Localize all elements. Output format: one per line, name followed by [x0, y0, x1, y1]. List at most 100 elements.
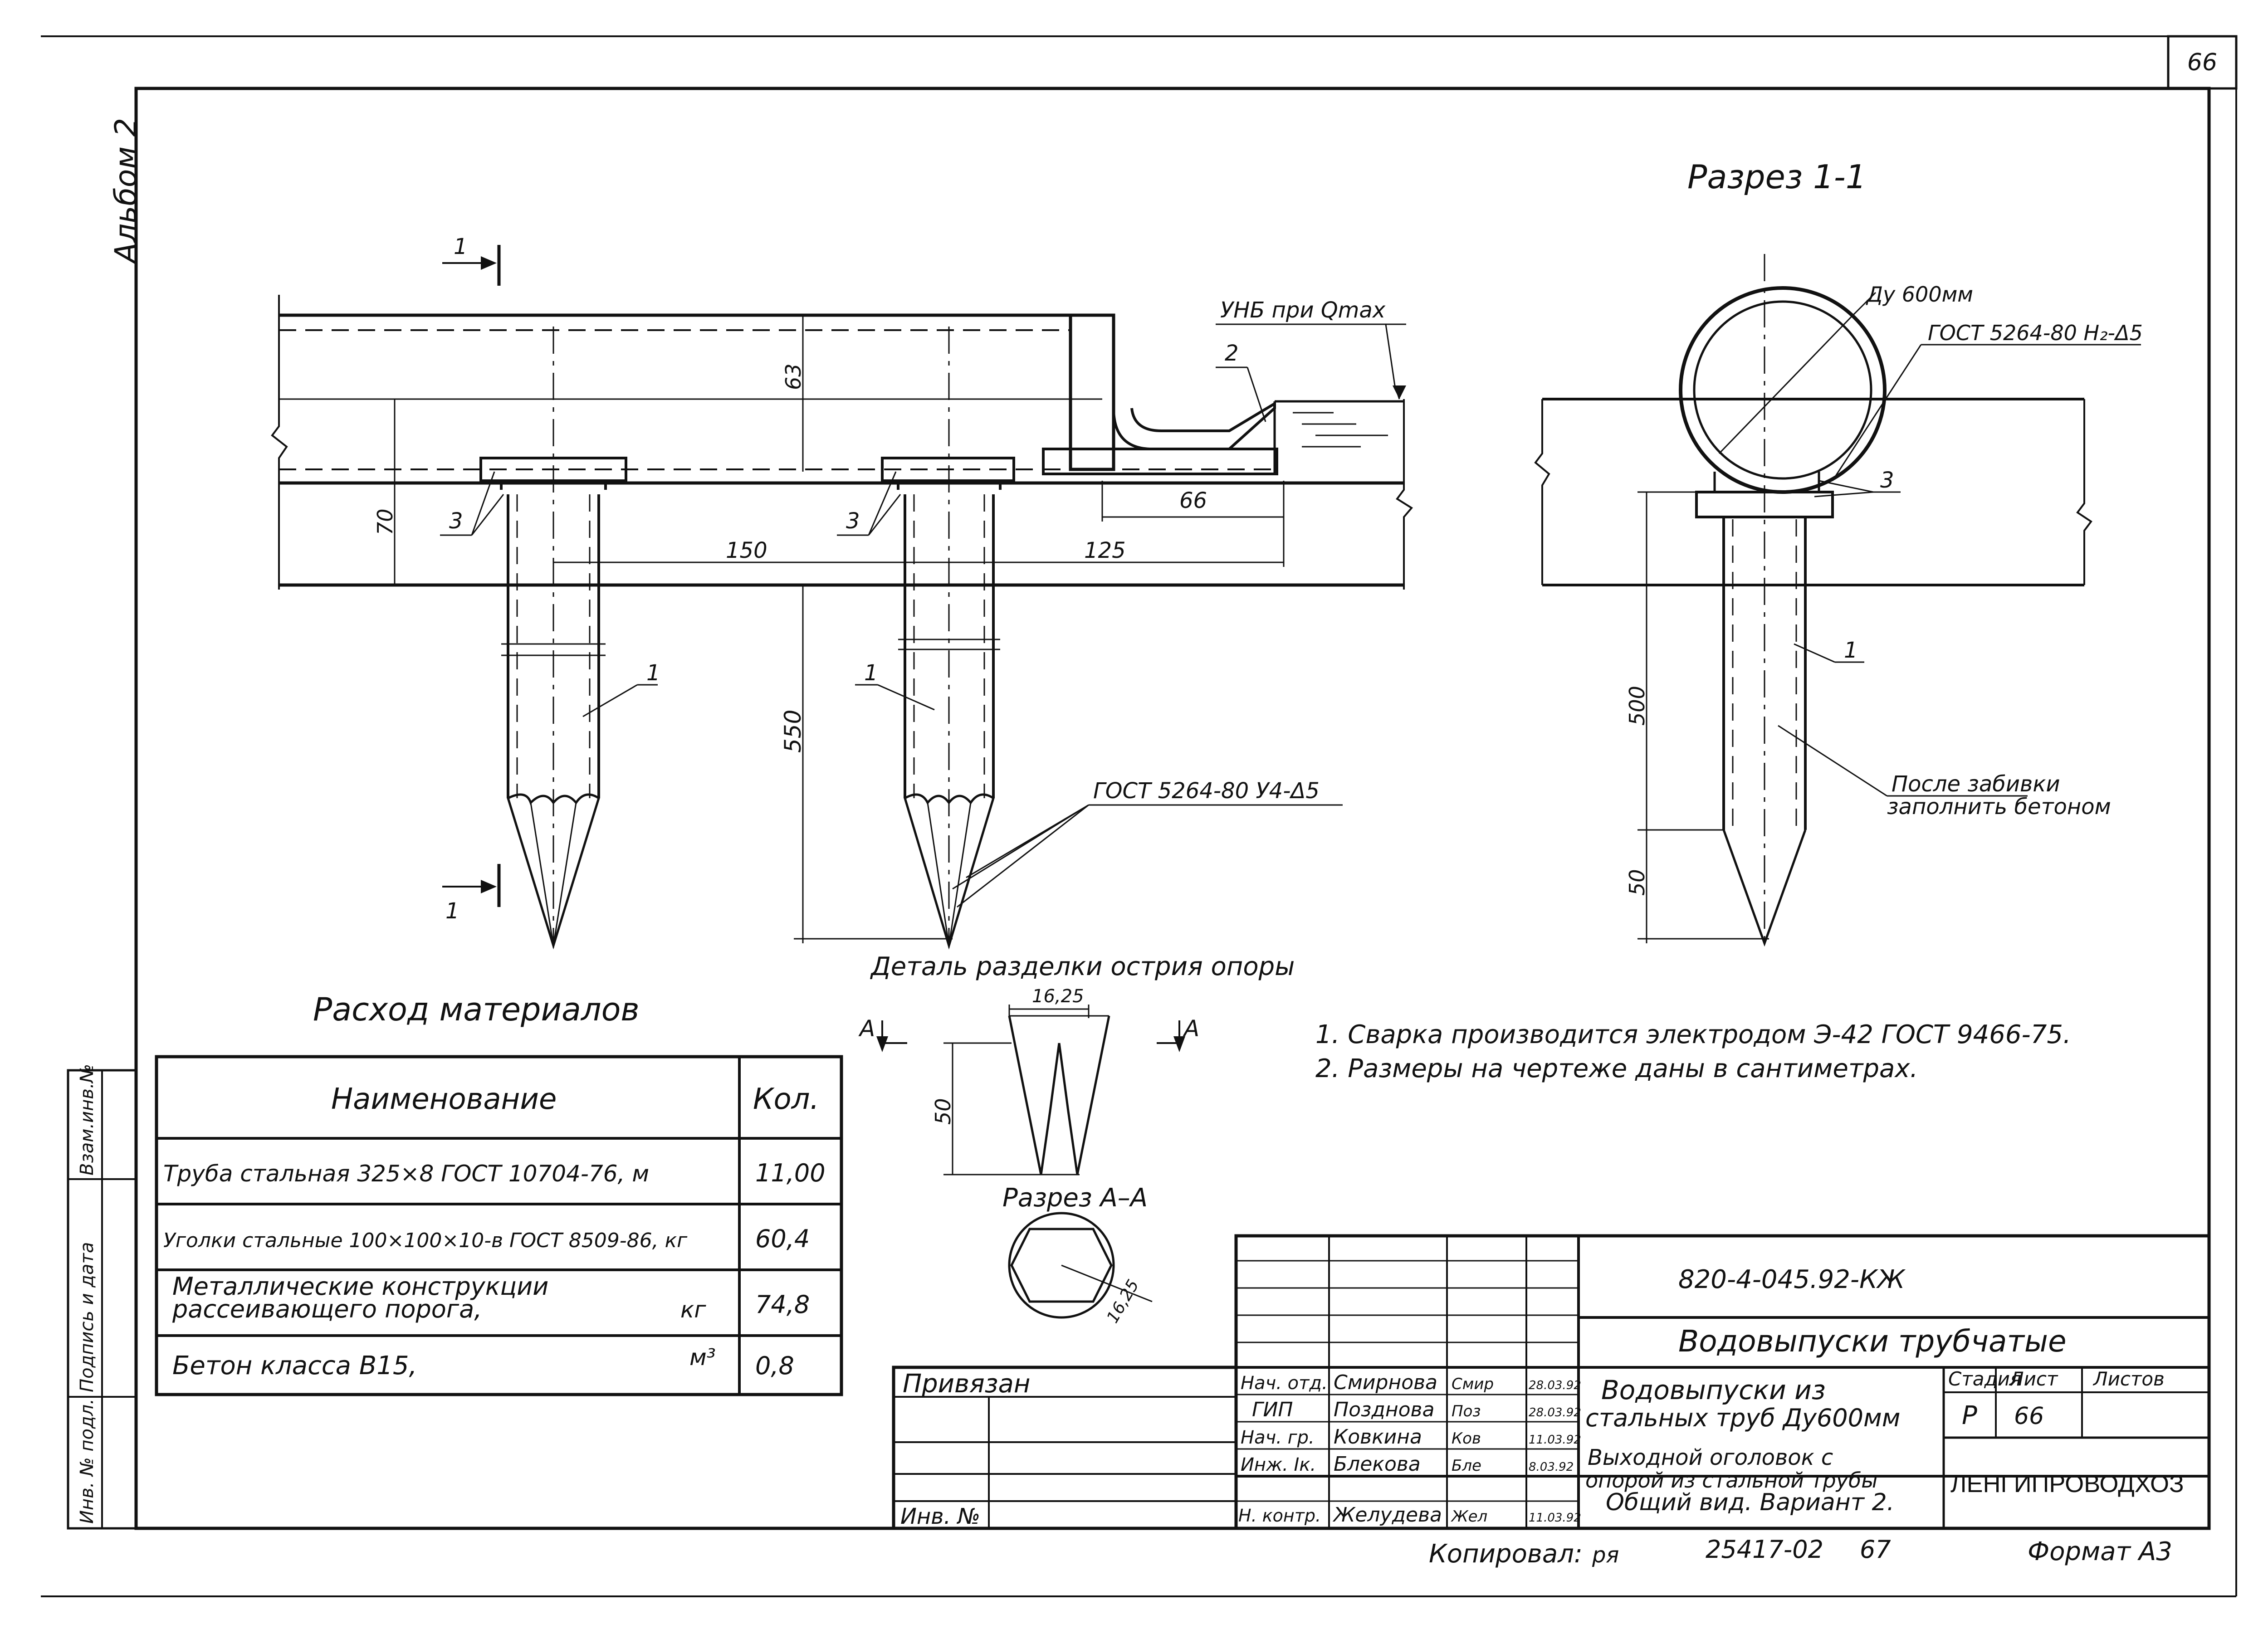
format-label: Формат А3	[2028, 1537, 2172, 1566]
sheet-value: 66	[2014, 1403, 2044, 1430]
detail-section-hexagon	[1010, 1228, 1113, 1303]
stage-value: Р	[1962, 1401, 1977, 1430]
sig-role-2: ГИП	[1252, 1398, 1293, 1421]
head-wall	[1069, 313, 1115, 471]
side-stamp: Инв. № подл. Подпись и дата Взам.инв.№	[67, 1064, 137, 1530]
elevation-weld-label: ГОСТ 5264-80 У4-Δ5	[1093, 778, 1320, 804]
sig-role-3: Нач. гр.	[1241, 1427, 1315, 1448]
sig-sign-1: Смир	[1452, 1375, 1494, 1393]
dim-150: 150	[726, 538, 767, 563]
outlet-pos2: 2	[1225, 341, 1239, 366]
materials-row4-name: Бетон класса В15,	[172, 1351, 417, 1380]
materials-header-qty: Кол.	[753, 1083, 819, 1116]
section-dim-50: 50	[1625, 869, 1649, 896]
right-break-symbol	[1396, 399, 1413, 590]
detail-cut-left: А	[858, 1015, 875, 1042]
title-block: Привязан Инв. № 820-4-045.92-КЖ Водовыпу…	[892, 1234, 2211, 1530]
section-1-1-title: Разрез 1-1	[1687, 158, 1867, 196]
header-stage: Стадия	[1948, 1368, 2021, 1390]
left-break-symbol	[271, 295, 288, 590]
cut-mark-bottom: 1	[442, 864, 501, 924]
corner-sheet-number: 66	[2187, 49, 2217, 76]
elevation-view: 1 1 УНБ при Qmax	[271, 234, 1413, 950]
cut-mark-bottom-label: 1	[445, 898, 459, 924]
materials-row4-qty: 0,8	[755, 1351, 794, 1380]
organization: ЛЕНГИПРОВОДХОЗ	[1950, 1470, 2184, 1497]
header-sheet: Лист	[2009, 1368, 2058, 1390]
materials-title: Расход материалов	[313, 991, 640, 1028]
sig-sign-5: Жел	[1451, 1507, 1487, 1526]
pipe-outer-circle	[1679, 286, 1887, 494]
pipe-inner-circle	[1693, 300, 1872, 480]
sig-date-3: 11.03.92	[1529, 1433, 1581, 1447]
detail-dim-height: 50	[931, 1098, 955, 1125]
materials-row2-qty: 60,4	[755, 1224, 810, 1253]
sig-date-2: 28.03.92	[1529, 1406, 1581, 1419]
sig-name-5: Желудева	[1332, 1503, 1442, 1527]
note-2: 2. Размеры на чертеже даны в сантиметрах…	[1315, 1054, 1918, 1083]
pile-right: 1 3	[837, 327, 1015, 950]
dim-66: 66	[1179, 488, 1207, 513]
sig-name-2: Позднова	[1334, 1398, 1434, 1421]
section-weld-label: ГОСТ 5264-80 Н₂-Δ5	[1928, 321, 2143, 345]
sig-role-5: Н. контр.	[1238, 1506, 1321, 1526]
section-pipe-label: Ду 600мм	[1866, 282, 1973, 307]
album-label: Альбом 2	[108, 118, 143, 265]
sig-sign-2: Поз	[1452, 1402, 1481, 1420]
cut-mark-top: 1	[442, 234, 501, 286]
bound-block-frame	[892, 1366, 1238, 1530]
sig-name-1: Смирнова	[1334, 1371, 1437, 1394]
sig-date-5: 11.03.92	[1529, 1511, 1581, 1525]
pile-left-pos3: 3	[449, 508, 463, 534]
materials-row4-unit: м³	[689, 1344, 716, 1371]
detail-section-circle	[1008, 1212, 1115, 1319]
side-stamp-replace: Взам.инв.№	[77, 1064, 98, 1176]
sig-name-4: Блекова	[1334, 1453, 1421, 1476]
sig-date-4: 8.03.92	[1529, 1460, 1574, 1474]
copied-by-sign: ря	[1592, 1542, 1619, 1568]
drawing-title-line3: Общий вид. Вариант 2.	[1606, 1489, 1894, 1516]
section-pos3: 3	[1880, 468, 1894, 493]
materials-row3-name2: рассеивающего порога,	[172, 1295, 482, 1323]
bound-label: Привязан	[903, 1369, 1030, 1399]
dim-63: 63	[781, 363, 806, 390]
sig-sign-3: Ков	[1452, 1429, 1481, 1448]
section-note-line1: После забивки	[1892, 771, 2060, 797]
detail-tip: Деталь разделки острия опоры А А 16,25 5…	[858, 952, 1295, 1327]
sig-role-1: Нач. отд.	[1241, 1373, 1328, 1394]
project-code: 820-4-045.92-КЖ	[1678, 1265, 1906, 1294]
detail-cut-right: А	[1183, 1015, 1199, 1042]
page-number-bottom: 67	[1860, 1535, 1891, 1564]
dim-70: 70	[373, 508, 397, 535]
materials-table-frame	[155, 1055, 843, 1396]
side-stamp-inv: Инв. № подл.	[77, 1399, 98, 1524]
dim-550: 550	[780, 710, 806, 753]
materials-row1-qty: 11,00	[755, 1159, 826, 1187]
water-level-label: УНБ при Qmax	[1220, 298, 1386, 323]
detail-title: Деталь разделки острия опоры	[870, 952, 1295, 981]
side-stamp-signature: Подпись и дата	[77, 1242, 98, 1392]
pile-right-pos3: 3	[846, 508, 860, 534]
materials-row3-qty: 74,8	[755, 1290, 810, 1319]
cut-mark-top-label: 1	[454, 234, 468, 259]
sig-date-1: 28.03.92	[1529, 1379, 1581, 1392]
sig-sign-4: Бле	[1452, 1457, 1481, 1475]
section-pos1: 1	[1844, 638, 1858, 663]
pile-right-pos: 1	[864, 660, 878, 686]
drawing-title-line2: опорой из стальной трубы	[1585, 1468, 1878, 1493]
outlet-base-plate	[1042, 448, 1278, 475]
corner-sheet-box	[2167, 35, 2238, 90]
energy-dissipater	[1112, 401, 1276, 450]
materials-row1-name: Труба стальная 325×8 ГОСТ 10704-76, м	[163, 1161, 649, 1187]
materials-header-name: Наименование	[331, 1083, 557, 1116]
materials-row3-unit: кг	[680, 1297, 706, 1323]
inv-label: Инв. №	[900, 1504, 980, 1529]
materials-row2-name: Уголки стальные 100×100×10-в ГОСТ 8509-8…	[163, 1229, 688, 1252]
sig-role-4: Инж. Iк.	[1241, 1454, 1316, 1475]
pile-left-pos: 1	[646, 660, 660, 686]
materials-row3-name1: Металлические конструкции	[172, 1272, 548, 1301]
note-1: 1. Сварка производится электродом Э-42 Г…	[1315, 1020, 2071, 1049]
section-note-line2: заполнить бетоном	[1887, 794, 2111, 819]
header-sheets: Листов	[2092, 1368, 2165, 1390]
